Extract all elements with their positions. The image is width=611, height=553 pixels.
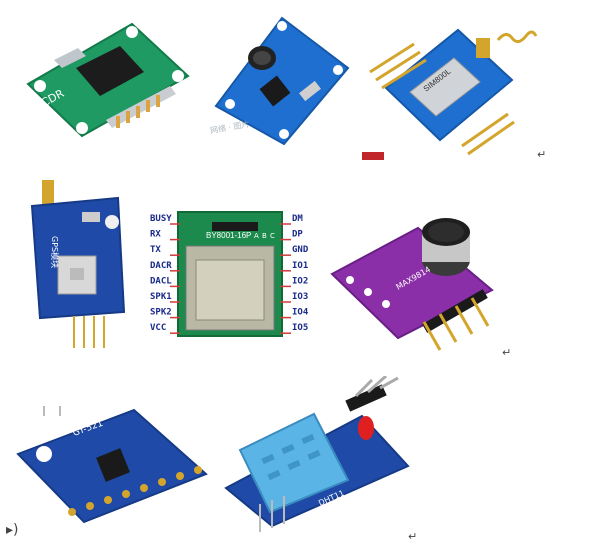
photo-tile-6: MAX9814 — [328, 210, 500, 358]
silkscreen-letter: B — [262, 232, 267, 240]
pin-label-left: DACL — [150, 276, 172, 286]
gsm-module-image: SIM800L — [362, 28, 538, 160]
pin-label-right: GND — [292, 245, 309, 255]
photo-tile-7: GY-521 — [14, 406, 210, 528]
pin-label-left: VCC — [150, 323, 166, 333]
gps-module-image: GPS模块 — [30, 180, 126, 348]
photo-tile-8: DHT11 — [222, 376, 414, 534]
silkscreen-letter: C — [270, 232, 275, 240]
photo-tile-4: GPS模块 — [22, 176, 128, 356]
return-glyph: ↵ — [537, 148, 547, 161]
gy521-board-image: GY-521 — [16, 406, 208, 524]
purple-mic-amp-image: MAX9814 — [330, 218, 494, 351]
board-label: GPS模块 — [50, 236, 60, 268]
return-glyph: ↵ — [502, 346, 512, 359]
photo-tile-1: X CDR — [20, 16, 192, 144]
pin-label-left: DACR — [150, 261, 172, 271]
pin-label-left: SPK2 — [150, 308, 172, 318]
photo-tile-3: SIM800L — [362, 10, 538, 160]
pin-label-right: IO3 — [292, 292, 308, 302]
blue-mic-pcb-image — [214, 16, 350, 146]
pin-label-right: IO5 — [292, 323, 308, 333]
pin-label-right: IO4 — [292, 308, 309, 318]
pin-label-right: IO1 — [292, 261, 308, 271]
silkscreen-letter: A — [254, 232, 259, 240]
play-glyph: ▸) — [6, 522, 19, 538]
dht11-board-image: DHT11 — [224, 376, 410, 532]
photo-tile-2: 网络 · 图片 — [210, 14, 354, 146]
pin-label-left: TX — [150, 245, 161, 255]
pin-label-left: SPK1 — [150, 292, 172, 302]
green-pcb-image: X CDR — [26, 22, 190, 138]
pin-label-right: DM — [292, 214, 303, 224]
pin-label-right: IO2 — [292, 276, 308, 286]
pin-label-left: BUSY — [150, 214, 172, 224]
return-glyph: ↵ — [408, 530, 418, 543]
pin-label-right: DP — [292, 230, 303, 240]
module-label: BY8001-16P — [206, 231, 251, 240]
pin-label-left: RX — [150, 230, 161, 240]
